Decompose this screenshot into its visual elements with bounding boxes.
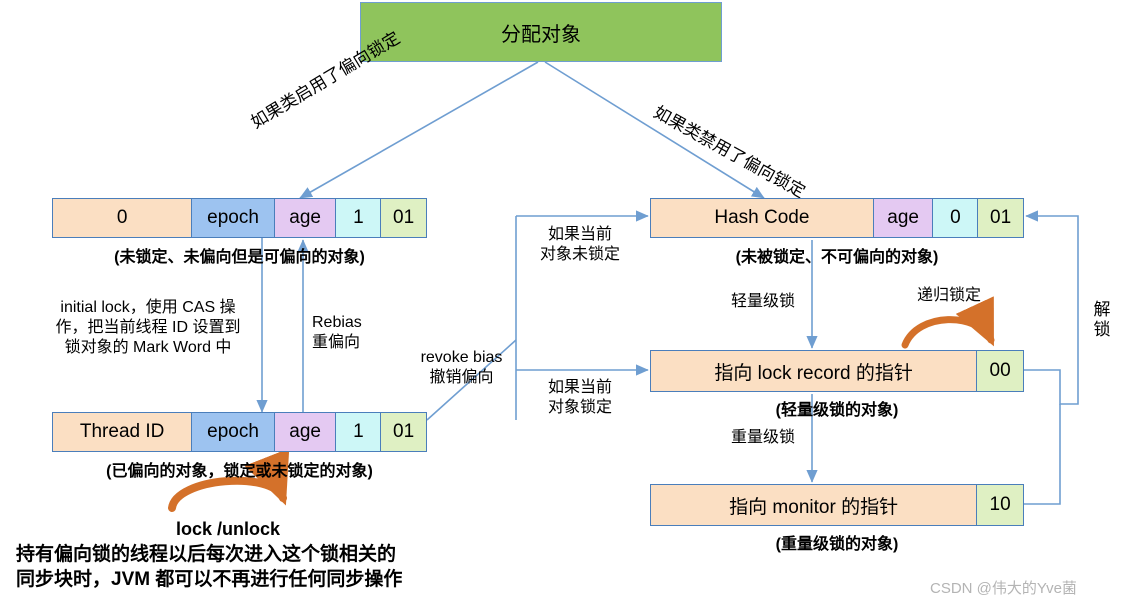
- edge-label-initial-lock: initial lock，使用 CAS 操 作，把当前线程 ID 设置到 锁对象…: [38, 298, 258, 358]
- edge-label-if-locked: 如果当前 对象锁定: [524, 378, 636, 418]
- markword-cell-monitor-pointer: 指向 monitor 的指针: [651, 485, 978, 525]
- markword-cell-thread-id: Thread ID: [53, 413, 193, 451]
- markword-cell-age: age: [274, 199, 337, 237]
- markword-hashcode-caption: (未被锁定、不可偏向的对象): [735, 249, 939, 266]
- footnote-line2: 同步块时，JVM 都可以不再进行任何同步操作: [16, 568, 403, 590]
- edge-label-rebias-line2: 重偏向: [312, 334, 361, 351]
- markword-cell-age: age: [873, 199, 934, 237]
- markword-cell-epoch: epoch: [192, 199, 275, 237]
- edge-label-revoke-bias-line1: revoke bias: [420, 349, 503, 366]
- edge-label-if-unlocked-line1: 如果当前: [547, 226, 612, 243]
- markword-biased-box[interactable]: Thread ID epoch age 1 01: [52, 412, 427, 452]
- markword-hashcode-box[interactable]: Hash Code age 0 01: [650, 198, 1024, 238]
- edge-label-initial-lock-line3: 锁对象的 Mark Word 中: [64, 339, 232, 356]
- markword-cell-bias: 0: [933, 199, 979, 237]
- markword-monitor-caption: (重量级锁的对象): [775, 536, 899, 553]
- edge-label-if-locked-line2: 对象锁定: [547, 399, 612, 416]
- markword-cell-epoch: epoch: [192, 413, 275, 451]
- markword-cell-tag: 01: [381, 199, 426, 237]
- edge-label-recursive-lock: 递归锁定: [916, 287, 981, 304]
- edge-label-lightweight-lock: 轻量级锁: [730, 293, 795, 310]
- edge-label-lock-unlock: lock /unlock: [176, 519, 281, 539]
- branch-label-bias-enabled: 如果类启用了偏向锁定: [247, 28, 404, 133]
- markword-lockrecord-caption: (轻量级锁的对象): [775, 402, 899, 419]
- markword-cell-0: 0: [53, 199, 193, 237]
- markword-biasable-caption: (未锁定、未偏向但是可偏向的对象): [114, 249, 365, 266]
- footnote-text: 持有偏向锁的线程以后每次进入这个锁相关的 同步块时，JVM 都可以不再进行任何同…: [16, 543, 402, 592]
- markword-cell-tag: 01: [978, 199, 1023, 237]
- markword-cell-tag: 10: [977, 485, 1023, 525]
- allocate-object-label: 分配对象: [501, 23, 581, 46]
- markword-cell-bias: 1: [336, 413, 382, 451]
- markword-biased-caption: (已偏向的对象，锁定或未锁定的对象): [106, 463, 373, 480]
- edge-label-rebias: Rebias 重偏向: [312, 313, 402, 353]
- markword-biasable-box[interactable]: 0 epoch age 1 01: [52, 198, 427, 238]
- edge-label-if-unlocked: 如果当前 对象未锁定: [524, 225, 636, 265]
- markword-cell-tag: 01: [381, 413, 426, 451]
- edge-label-revoke-bias-line2: 撤销偏向: [429, 369, 494, 386]
- watermark: CSDN @伟大的Yve菌: [930, 580, 1077, 597]
- edge-label-heavyweight-lock: 重量级锁: [730, 429, 795, 446]
- markword-monitor-box[interactable]: 指向 monitor 的指针 10: [650, 484, 1024, 526]
- markword-cell-lock-record-pointer: 指向 lock record 的指针: [651, 351, 978, 391]
- markword-cell-age: age: [274, 413, 337, 451]
- markword-cell-tag: 00: [977, 351, 1023, 391]
- edge-label-initial-lock-line2: 作，把当前线程 ID 设置到: [55, 319, 241, 336]
- markword-lockrecord-box[interactable]: 指向 lock record 的指针 00: [650, 350, 1024, 392]
- footnote-line1: 持有偏向锁的线程以后每次进入这个锁相关的: [16, 544, 397, 565]
- markword-cell-hash-code: Hash Code: [651, 199, 874, 237]
- allocate-object-box[interactable]: 分配对象: [360, 2, 722, 62]
- branch-label-bias-disabled: 如果类禁用了偏向锁定: [650, 102, 809, 202]
- edge-label-revoke-bias: revoke bias 撤销偏向: [404, 348, 519, 388]
- edge-label-unlock: 解锁: [1093, 300, 1111, 339]
- edge-label-rebias-line1: Rebias: [312, 314, 362, 331]
- edge-label-initial-lock-line1: initial lock，使用 CAS 操: [60, 299, 236, 316]
- edge-label-if-locked-line1: 如果当前: [547, 379, 612, 396]
- edge-label-if-unlocked-line2: 对象未锁定: [539, 246, 620, 263]
- markword-cell-bias: 1: [336, 199, 382, 237]
